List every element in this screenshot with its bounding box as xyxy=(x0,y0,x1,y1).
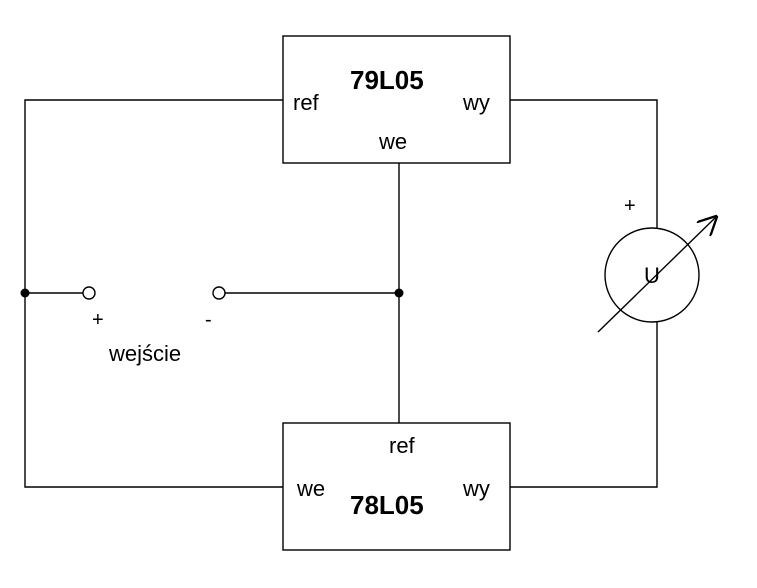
voltmeter-symbol: U xyxy=(644,263,660,288)
input-minus-sign: - xyxy=(205,309,212,331)
input-terminal-minus xyxy=(212,286,226,300)
regulator-79l05-ref-pin: ref xyxy=(293,90,320,115)
regulator-78l05: ref we wy 78L05 xyxy=(282,422,511,551)
voltmeter: U + xyxy=(597,195,716,333)
regulator-79l05: 79L05 ref wy we xyxy=(282,35,511,164)
regulator-79l05-name: 79L05 xyxy=(350,65,424,95)
regulator-79l05-box xyxy=(282,35,511,164)
voltmeter-plus-sign: + xyxy=(624,195,636,217)
regulator-78l05-box xyxy=(282,422,511,551)
wire-meter-to-bottom-output xyxy=(510,322,658,488)
voltmeter-adjust-arrow xyxy=(597,217,716,333)
input-label: wejście xyxy=(108,341,181,366)
regulator-78l05-ref-pin: ref xyxy=(389,433,416,458)
regulator-78l05-out-pin: wy xyxy=(462,476,490,501)
regulator-78l05-name: 78L05 xyxy=(350,490,424,520)
input-plus-sign: + xyxy=(92,309,104,331)
junction-center xyxy=(394,288,404,298)
input-terminal-plus xyxy=(82,286,96,300)
regulator-79l05-in-pin: we xyxy=(378,129,407,154)
wire-top-output-to-meter xyxy=(510,99,658,228)
regulator-78l05-in-pin: we xyxy=(296,476,325,501)
regulator-79l05-out-pin: wy xyxy=(462,90,490,115)
voltmeter-body xyxy=(604,227,700,323)
junction-left xyxy=(20,288,30,298)
